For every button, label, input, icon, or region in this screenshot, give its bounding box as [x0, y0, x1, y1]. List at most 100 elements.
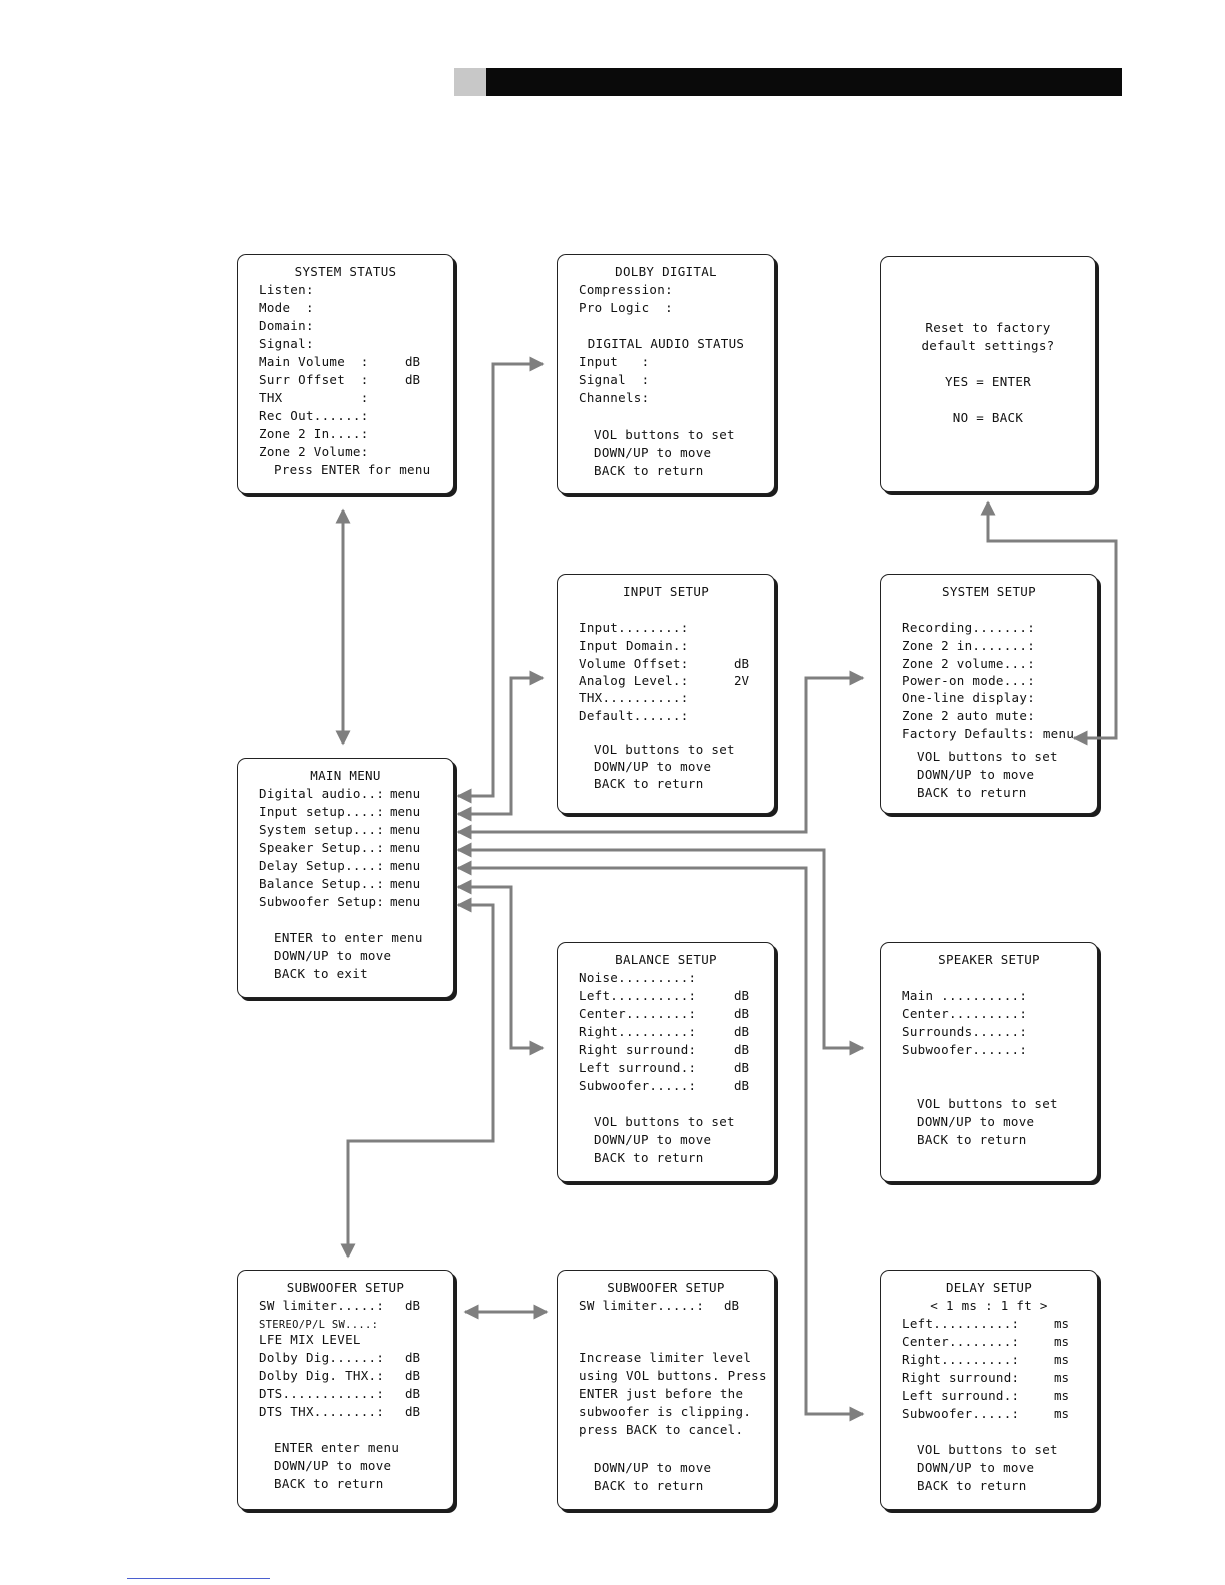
balance-row: Center........: [579, 1006, 697, 1021]
delay-unit: ms [1054, 1352, 1070, 1367]
delay-row: Right surround: [902, 1370, 1020, 1385]
help-text: ENTER just before the [579, 1386, 744, 1401]
panel-subtitle: < 1 ms : 1 ft > [930, 1298, 1048, 1313]
menu-item-value: menu [390, 876, 421, 891]
speaker-row: Surrounds......: [902, 1024, 1028, 1039]
noise-row: Noise.........: [579, 970, 697, 985]
speaker-setup-panel: SPEAKER SETUP Main ..........: Center...… [880, 942, 1098, 1182]
main-volume-label: Main Volume : [259, 354, 369, 369]
factory-defaults-row: Factory Defaults: menu [902, 726, 1075, 741]
setting-row: Default......: [579, 708, 689, 723]
menu-item-speaker-setup: Speaker Setup..: [259, 840, 385, 855]
panel-title: SUBWOOFER SETUP [607, 1280, 725, 1295]
panel-footer: DOWN/UP to move [594, 1460, 712, 1475]
panel-footer: BACK to return [917, 785, 1027, 800]
menu-item-input-setup: Input setup....: [259, 804, 385, 819]
setting-row: Power-on mode...: [902, 673, 1036, 688]
speaker-row: Subwoofer......: [902, 1042, 1028, 1057]
system-setup-panel: SYSTEM SETUP Recording.......: Zone 2 in… [880, 574, 1098, 814]
delay-row: Left..........: [902, 1316, 1020, 1331]
delay-unit: ms [1054, 1334, 1070, 1349]
panel-footer: BACK to return [274, 1476, 384, 1491]
main-menu-panel: MAIN MENU Digital audio..: menu Input se… [237, 758, 454, 998]
lfe-unit: dB [405, 1386, 421, 1401]
arrow-balance-setup [456, 879, 545, 1056]
setting-row: Zone 2 in.......: [902, 638, 1036, 653]
menu-item-value: menu [390, 822, 421, 837]
panel-footer: BACK to return [594, 463, 704, 478]
menu-item-value: menu [390, 840, 421, 855]
balance-unit: dB [734, 988, 750, 1003]
reset-no: NO = BACK [952, 410, 1024, 425]
panel-title: SUBWOOFER SETUP [286, 1280, 405, 1295]
panel-footer: DOWN/UP to move [917, 767, 1035, 782]
menu-item-value: menu [390, 894, 421, 909]
balance-unit: dB [734, 1006, 750, 1021]
reset-prompt: Reset to factory [925, 320, 1051, 335]
balance-row: Subwoofer.....: [579, 1078, 697, 1093]
balance-row: Right.........: [579, 1024, 697, 1039]
balance-row: Left..........: [579, 988, 697, 1003]
menu-item-value: menu [390, 804, 421, 819]
system-status-panel: SYSTEM STATUS Listen: Mode : Domain: Sig… [237, 254, 454, 494]
status-row: Channels: [579, 390, 650, 405]
delay-unit: ms [1054, 1406, 1070, 1421]
balance-setup-panel: BALANCE SETUP Noise.........: Left......… [557, 942, 775, 1182]
help-text: using VOL buttons. Press [579, 1368, 767, 1383]
status-row: Rec Out......: [259, 408, 369, 423]
arrow-input-setup [456, 670, 545, 822]
lfe-row: DTS THX........: [259, 1404, 385, 1419]
input-setup-panel: INPUT SETUP Input........: Input Domain.… [557, 574, 775, 814]
balance-unit: dB [734, 1024, 750, 1039]
lfe-row: DTS............: [259, 1386, 385, 1401]
menu-item-digital-audio: Digital audio..: [259, 786, 385, 801]
header-bar [486, 68, 1122, 96]
surr-offset-unit: dB [405, 372, 421, 387]
speaker-row: Main ..........: [902, 988, 1028, 1003]
help-text: press BACK to cancel. [579, 1422, 744, 1437]
delay-row: Subwoofer.....: [902, 1406, 1020, 1421]
stereo-pl-row: STEREO/P/L SW....: [259, 1319, 379, 1331]
balance-unit: dB [734, 1078, 750, 1093]
panel-title: SYSTEM SETUP [942, 584, 1036, 599]
panel-title: DELAY SETUP [945, 1280, 1033, 1295]
menu-item-system-setup: System setup...: [259, 822, 385, 837]
panel-footer: DOWN/UP to move [274, 948, 392, 963]
status-row: Signal : [579, 372, 650, 387]
menu-item-subwoofer-setup: Subwoofer Setup: [259, 894, 385, 909]
panel-footer: VOL buttons to set [594, 742, 735, 757]
panel-footer: VOL buttons to set [917, 1096, 1058, 1111]
setting-row: Input........: [579, 620, 689, 635]
delay-unit: ms [1054, 1388, 1070, 1403]
status-row: Mode : [259, 300, 314, 315]
menu-item-value: menu [390, 858, 421, 873]
balance-unit: dB [734, 1060, 750, 1075]
status-row: Zone 2 In....: [259, 426, 369, 441]
delay-unit: ms [1054, 1316, 1070, 1331]
subwoofer-setup-panel: SUBWOOFER SETUP SW limiter.....: dB STER… [237, 1270, 454, 1510]
panel-title: SYSTEM STATUS [294, 264, 397, 279]
status-row: Listen: [259, 282, 314, 297]
setting-value: dB [734, 656, 750, 671]
reset-prompt: default settings? [921, 338, 1055, 353]
panel-footer: BACK to return [917, 1132, 1027, 1147]
thx-label: THX : [259, 390, 369, 405]
setting-row: Recording.......: [902, 620, 1036, 635]
surr-offset-label: Surr Offset : [259, 372, 369, 387]
delay-row: Right.........: [902, 1352, 1020, 1367]
panel-footer: ENTER enter menu [274, 1440, 400, 1455]
header-tab [454, 68, 486, 96]
sw-limiter-row: SW limiter.....: [579, 1298, 705, 1313]
panel-footer: BACK to return [594, 1150, 704, 1165]
delay-row: Left surround.: [902, 1388, 1020, 1403]
setting-row: Analog Level.: [579, 673, 689, 688]
factory-reset-panel: Reset to factory default settings? YES =… [880, 256, 1096, 492]
panel-footer: VOL buttons to set [594, 1114, 735, 1129]
sw-limiter-row: SW limiter.....: [259, 1298, 385, 1313]
panel-footer: DOWN/UP to move [594, 759, 712, 774]
menu-item-balance-setup: Balance Setup..: [259, 876, 385, 891]
lfe-unit: dB [405, 1350, 421, 1365]
panel-title: INPUT SETUP [622, 584, 710, 599]
balance-row: Right surround: [579, 1042, 697, 1057]
